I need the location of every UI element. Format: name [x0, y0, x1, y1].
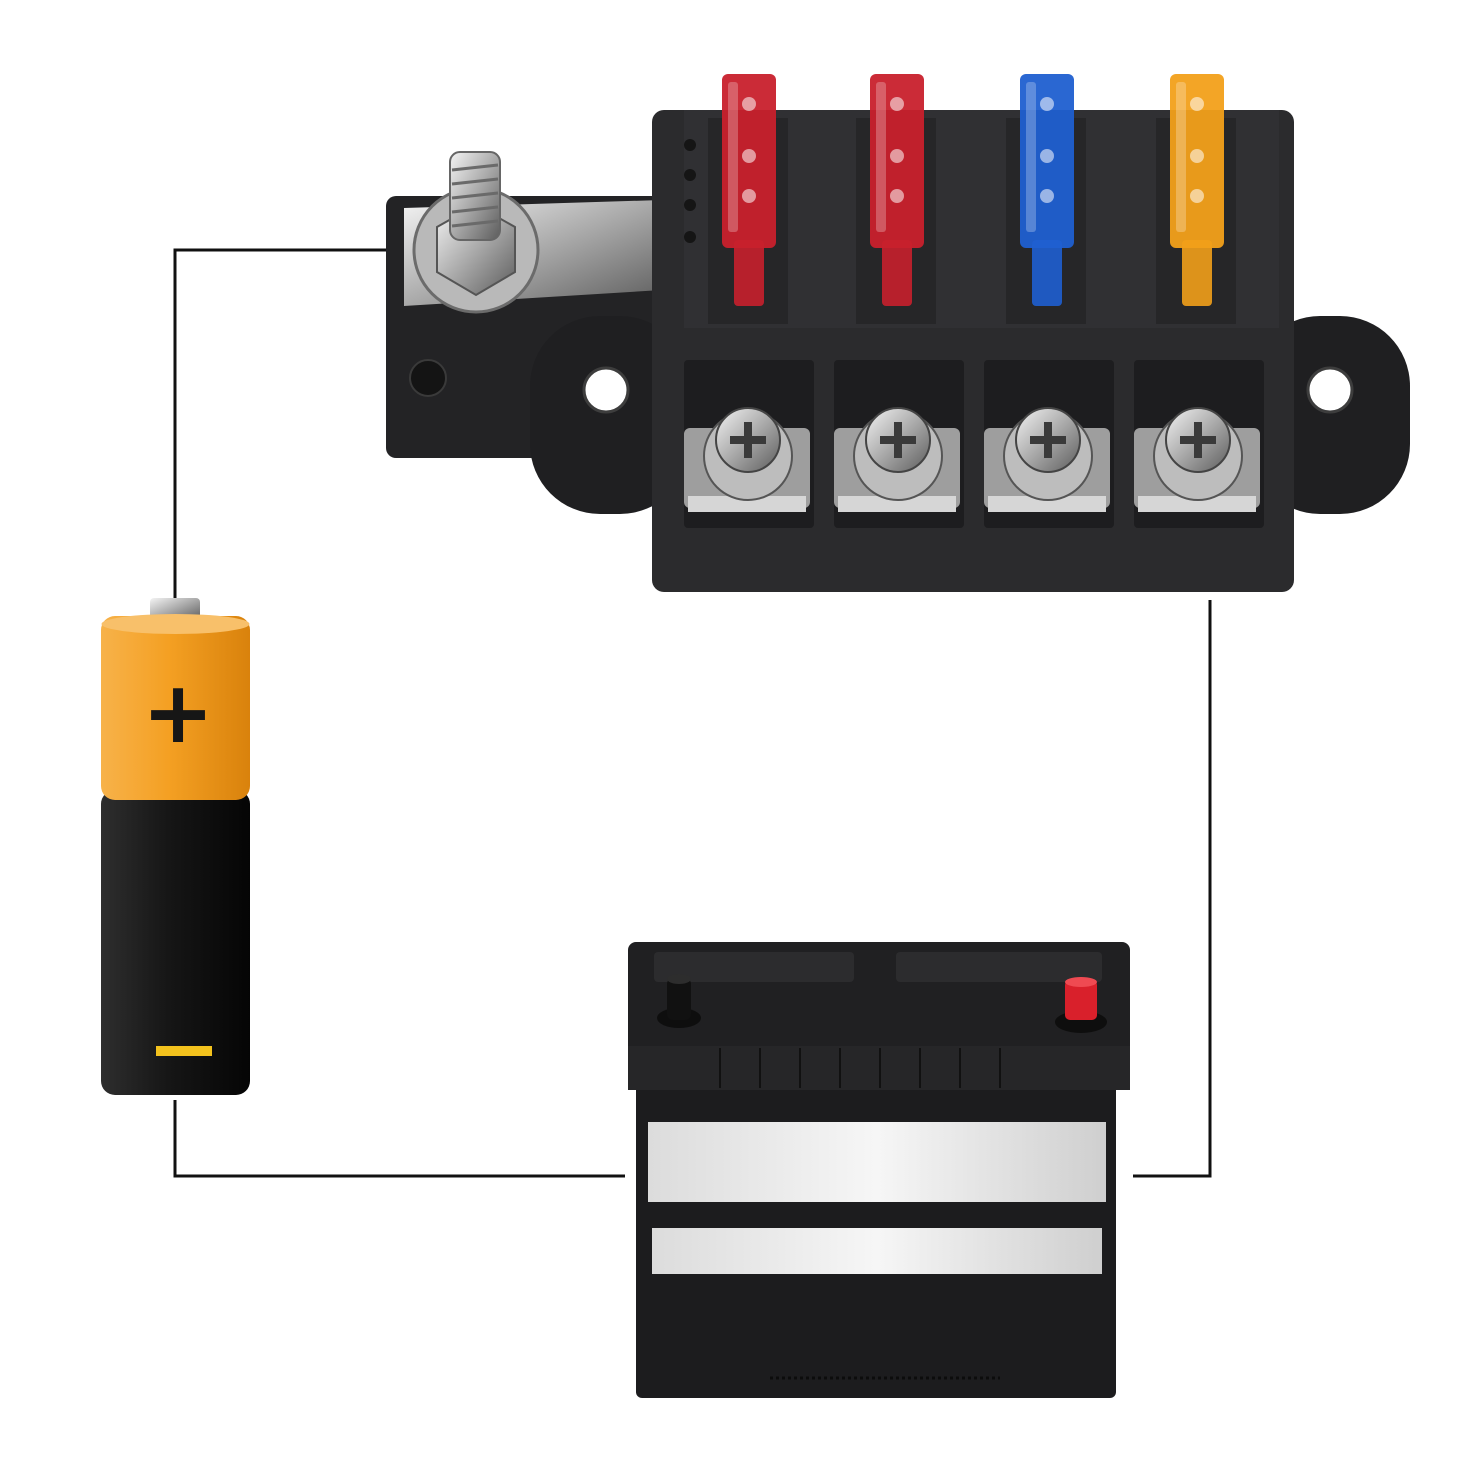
mounting-ear-left	[530, 316, 690, 514]
negative-sign	[156, 1046, 212, 1056]
terminal-screw-icon[interactable]	[703, 407, 793, 501]
mounting-hole-right	[1306, 366, 1354, 414]
wire-stud-to-battery-positive	[173, 248, 388, 598]
wire-fuse-block-to-car-battery	[1133, 600, 1212, 1178]
fuse-block-side-dots	[684, 139, 696, 243]
mounting-hole-left	[582, 366, 630, 414]
car-battery-positive-terminal	[1055, 977, 1107, 1033]
fuse-4-blade[interactable]	[1170, 74, 1224, 306]
terminal-screw-icon[interactable]	[1153, 407, 1243, 501]
aa-battery-top	[101, 616, 250, 800]
car-battery-lid-ribs	[719, 1048, 1001, 1088]
positive-sign: +	[142, 663, 214, 763]
car-battery	[628, 942, 1130, 1398]
aa-battery: +	[101, 598, 250, 1095]
terminal-screw-icon[interactable]	[1003, 407, 1093, 501]
threaded-stud-with-nut-icon	[412, 151, 540, 314]
car-battery-negative-terminal	[657, 974, 701, 1028]
stud-base-mounting-hole	[409, 359, 447, 397]
fuse-block	[386, 74, 1410, 592]
car-battery-vent-panel-right	[896, 952, 1102, 982]
wire-battery-negative-to-car-battery	[173, 1100, 625, 1178]
fuse-3-blade[interactable]	[1020, 74, 1074, 306]
fuse-1-blade[interactable]	[722, 74, 776, 306]
fuses	[722, 74, 1224, 306]
wires	[173, 248, 1212, 1178]
aa-battery-top-cap	[101, 614, 250, 634]
car-battery-label-top	[648, 1122, 1106, 1202]
fuse-2-blade[interactable]	[870, 74, 924, 306]
aa-battery-bottom	[101, 790, 250, 1095]
car-battery-label-bottom	[652, 1228, 1102, 1274]
output-terminals	[684, 360, 1264, 528]
terminal-screw-icon[interactable]	[853, 407, 943, 501]
car-battery-vent-panel-left	[654, 952, 854, 982]
